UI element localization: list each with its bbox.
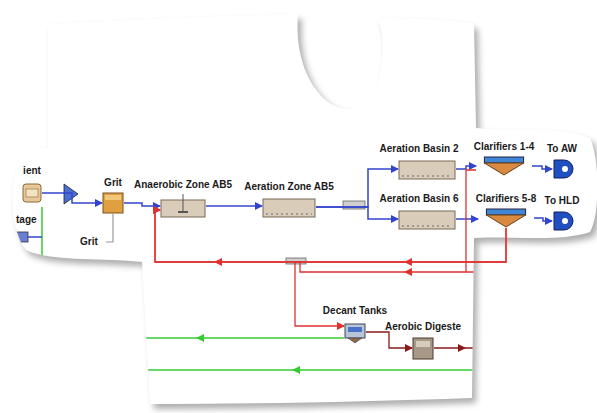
unit-label: Clarifiers 1-4 (474, 141, 535, 153)
flow-line (456, 166, 476, 169)
unit-icon (476, 156, 532, 176)
unit-label: Aeration Basin 6 (380, 193, 459, 205)
unit-icon (398, 158, 456, 180)
unit-icon (478, 208, 534, 228)
unit-icon (160, 194, 206, 218)
flow-line (366, 332, 412, 348)
unit-icon (262, 196, 316, 218)
arrowhead (196, 334, 204, 342)
unit-label: Decant Tanks (323, 305, 387, 317)
process-unit: Grit (102, 192, 124, 214)
unit-icon (344, 320, 366, 344)
sludge-out (434, 347, 476, 349)
process-unit: To AW (552, 158, 572, 180)
process-unit: ient (22, 180, 42, 206)
flow-splitter (343, 201, 365, 209)
unit-icon (552, 210, 572, 232)
unit-label: To AW (547, 143, 577, 155)
grit-line (106, 214, 113, 242)
unit-icon (398, 208, 456, 230)
process-unit: Clarifiers 1-4 (476, 156, 532, 176)
flow-line (206, 205, 262, 207)
process-unit: Decant Tanks (344, 320, 366, 344)
flow-line (534, 218, 552, 221)
unit-label: Grit (104, 177, 122, 189)
unit-label: Aeration Zone AB5 (244, 181, 334, 193)
unit-icon (102, 192, 124, 214)
note-label: tage (16, 214, 37, 226)
process-unit: To HLD (552, 210, 572, 232)
process-unit: Anaerobic Zone AB5 (160, 194, 206, 218)
process-unit: Aerobic Digeste (412, 336, 434, 360)
process-unit: Aeration Zone AB5 (262, 196, 316, 218)
unit-label: Aeration Basin 2 (380, 143, 459, 155)
flow-line (42, 193, 102, 203)
unit-label: To HLD (545, 195, 580, 207)
note-label: Grit (80, 236, 98, 248)
arrowhead (292, 366, 300, 374)
flow-line (295, 228, 506, 326)
arrowhead (458, 344, 466, 352)
puzzle-piece (13, 14, 597, 404)
green-return (142, 337, 344, 339)
flow-tee (286, 258, 306, 264)
unit-label: ient (23, 165, 41, 177)
unit-icon (552, 158, 572, 180)
storage-icon (10, 232, 28, 242)
unit-label: Clarifiers 5-8 (476, 193, 537, 205)
storage-line (28, 236, 42, 237)
flow-line (124, 203, 160, 206)
green-return (41, 207, 43, 262)
splitter-triangle (64, 184, 78, 204)
green-return (140, 369, 476, 371)
flow-line (316, 207, 398, 219)
unit-label: Anaerobic Zone AB5 (134, 179, 232, 191)
process-unit: Aeration Basin 2 (398, 158, 456, 180)
flow-line (456, 218, 478, 220)
red-return (466, 271, 480, 272)
flow-line (155, 210, 506, 262)
process-unit: Clarifiers 5-8 (478, 208, 534, 228)
unit-icon (22, 180, 42, 206)
unit-label: Aerobic Digeste (385, 321, 461, 333)
unit-icon (412, 336, 434, 360)
flow-line (532, 166, 552, 169)
process-unit: Aeration Basin 6 (398, 208, 456, 230)
